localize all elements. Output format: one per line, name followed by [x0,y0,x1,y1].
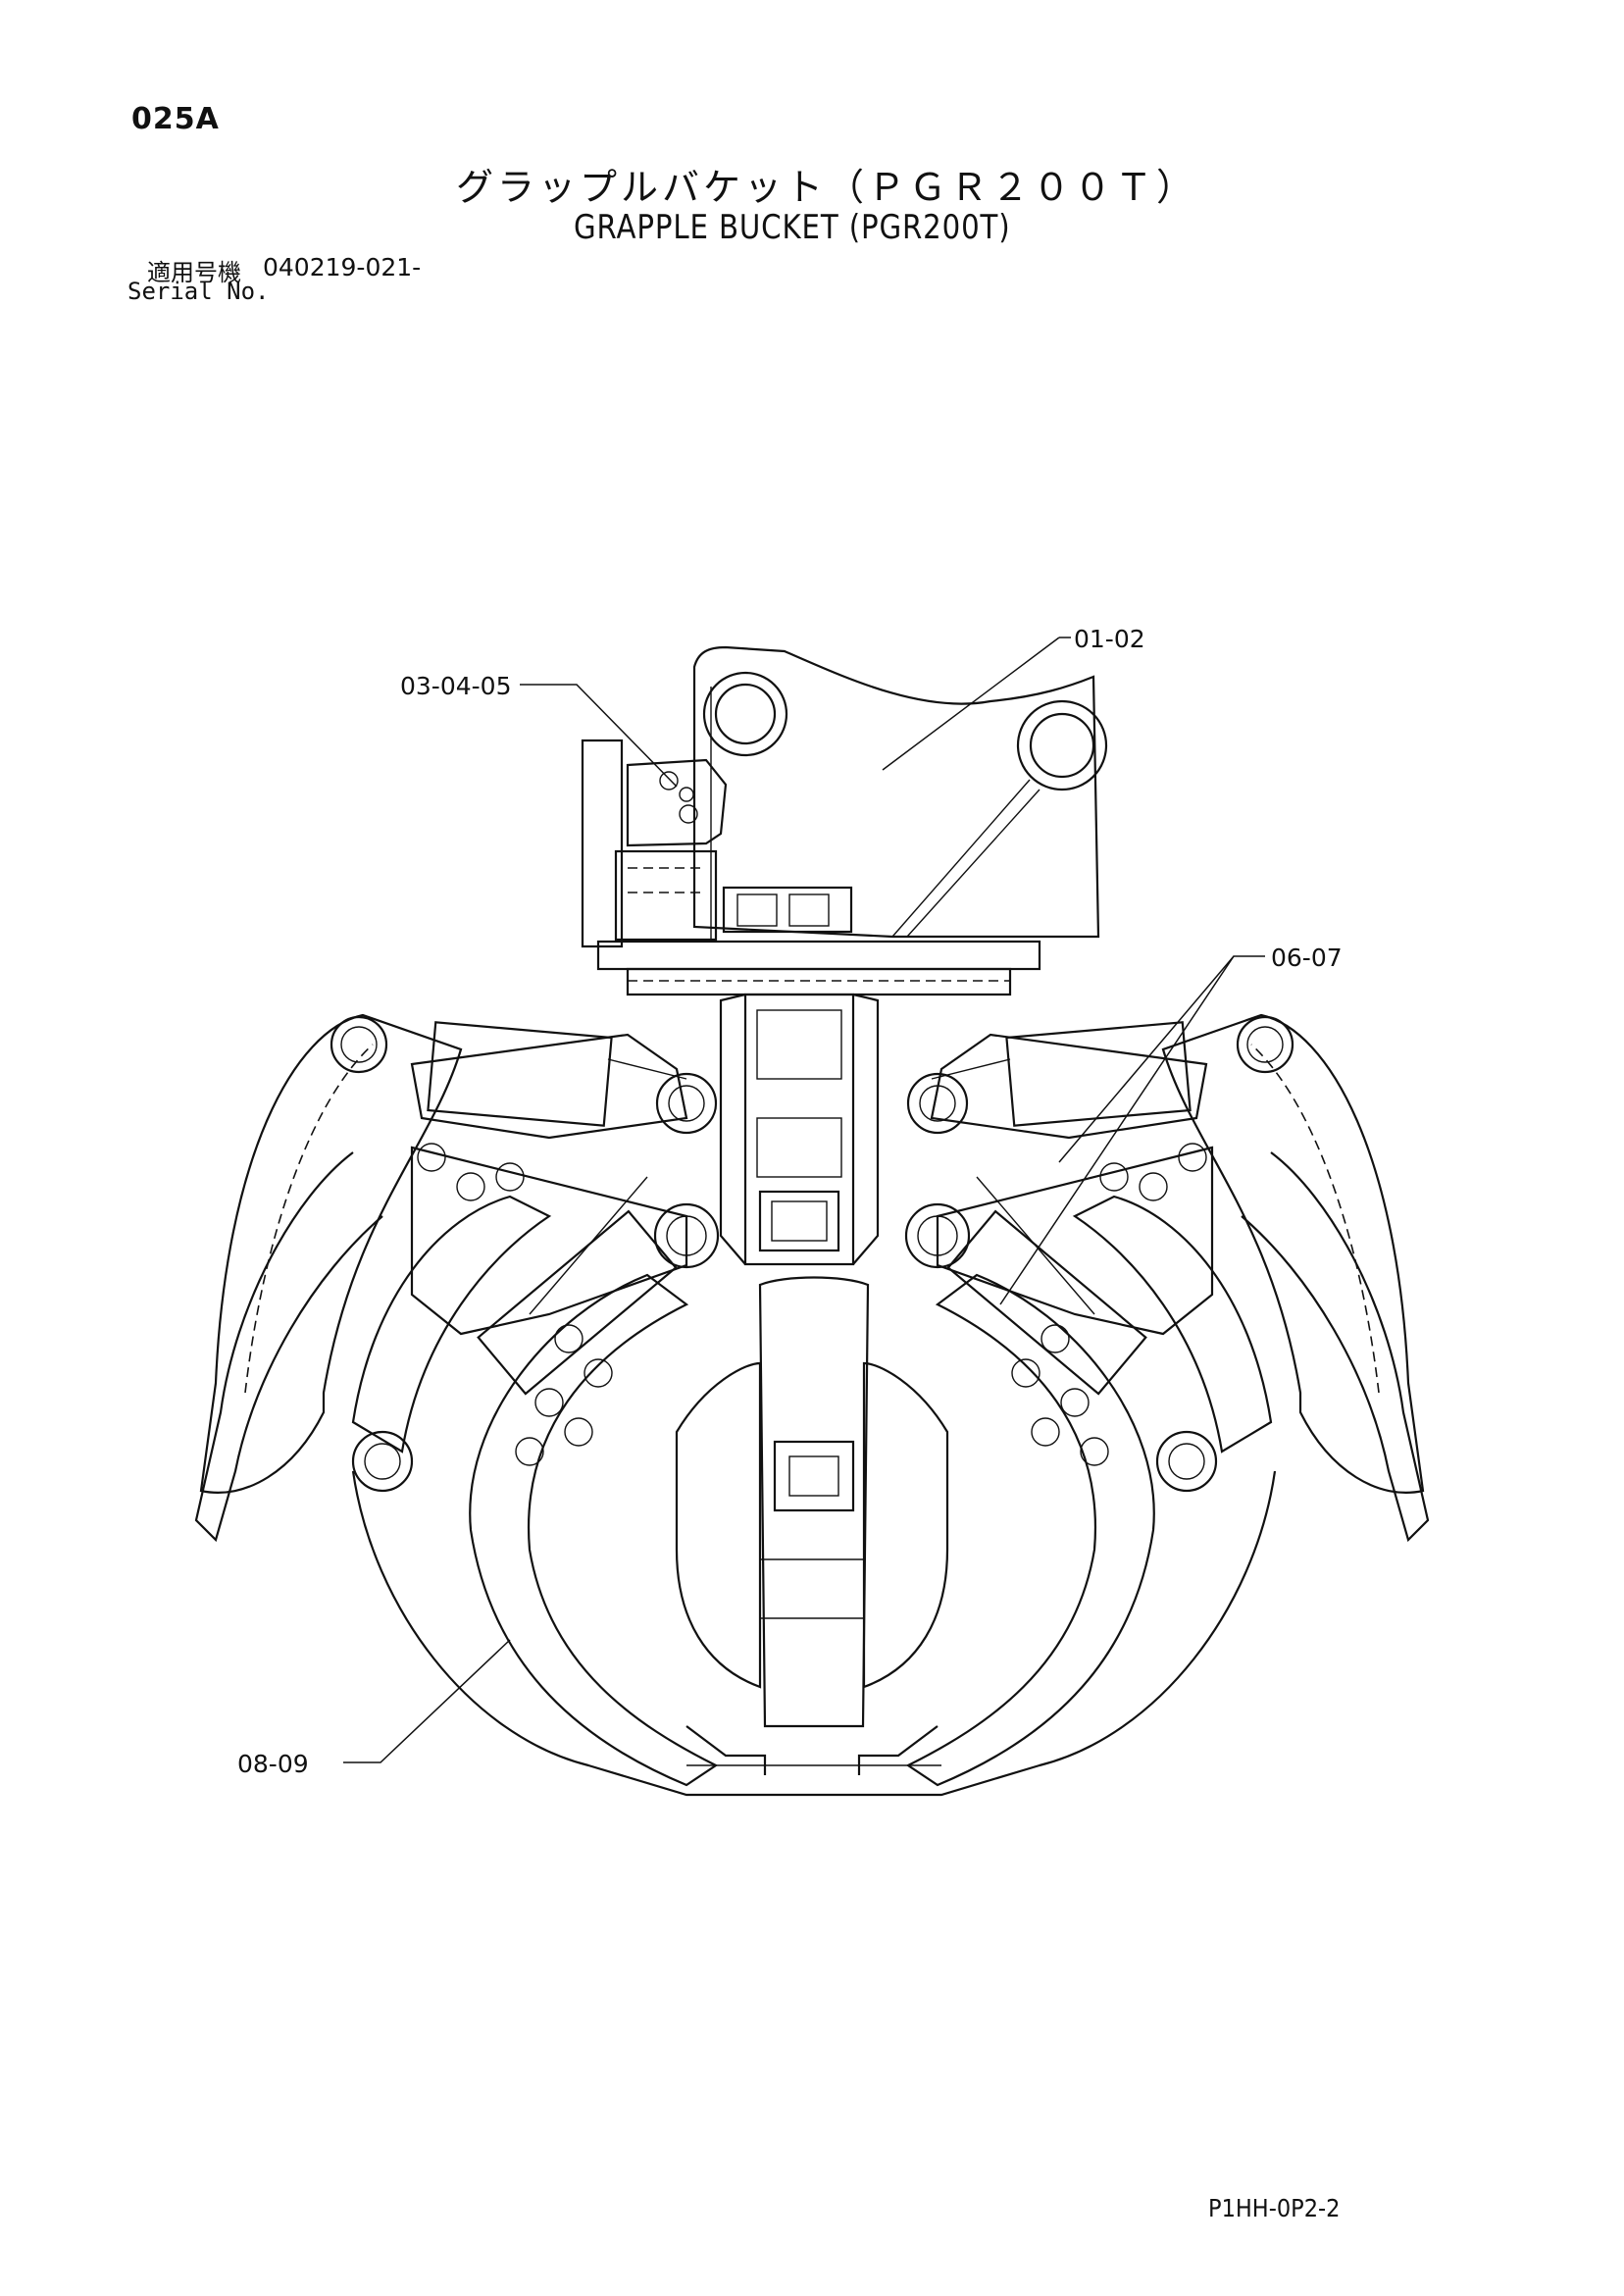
callout-01-02: 01-02 [882,625,1145,771]
document-code: P1HH-0P2-2 [1208,2194,1341,2222]
callout-03-04-05: 03-04-05 [400,672,678,788]
right-cylinder-upper [930,1021,1208,1140]
left-cylinder-upper [410,1021,688,1140]
bolt-holes [417,1143,1207,1466]
left-cylinder-lower [477,1176,678,1396]
rotator-motor-assembly [581,739,1041,996]
callout-label-01-02: 01-02 [1074,625,1145,653]
right-cylinder-lower [946,1176,1147,1396]
right-inner-tine [904,1072,1273,1493]
right-outer-tine [1161,1013,1430,1543]
title-japanese: グラップルバケット（ＰＧＲ２００Ｔ） [456,166,1198,209]
left-inner-tine [351,1072,720,1493]
mounting-bracket [692,645,1108,942]
callout-label-08-09: 08-09 [237,1750,309,1778]
callout-06-07: 06-07 [999,944,1343,1305]
central-frame [719,993,880,1266]
callout-08-09: 08-09 [237,1639,511,1778]
serial-number-value: 040219-021- [263,253,422,281]
serial-label-english: Serial No. [127,278,270,305]
callout-label-06-07: 06-07 [1271,944,1343,972]
serial-label-japanese: 適用号機 [147,259,241,286]
title-english: GRAPPLE BUCKET (PGR200T) [574,208,1011,247]
central-fork-and-shells [351,1273,1277,1797]
callout-label-03-04-05: 03-04-05 [400,672,511,700]
left-outer-tine [194,1013,463,1543]
page-number: 025A [131,102,220,136]
